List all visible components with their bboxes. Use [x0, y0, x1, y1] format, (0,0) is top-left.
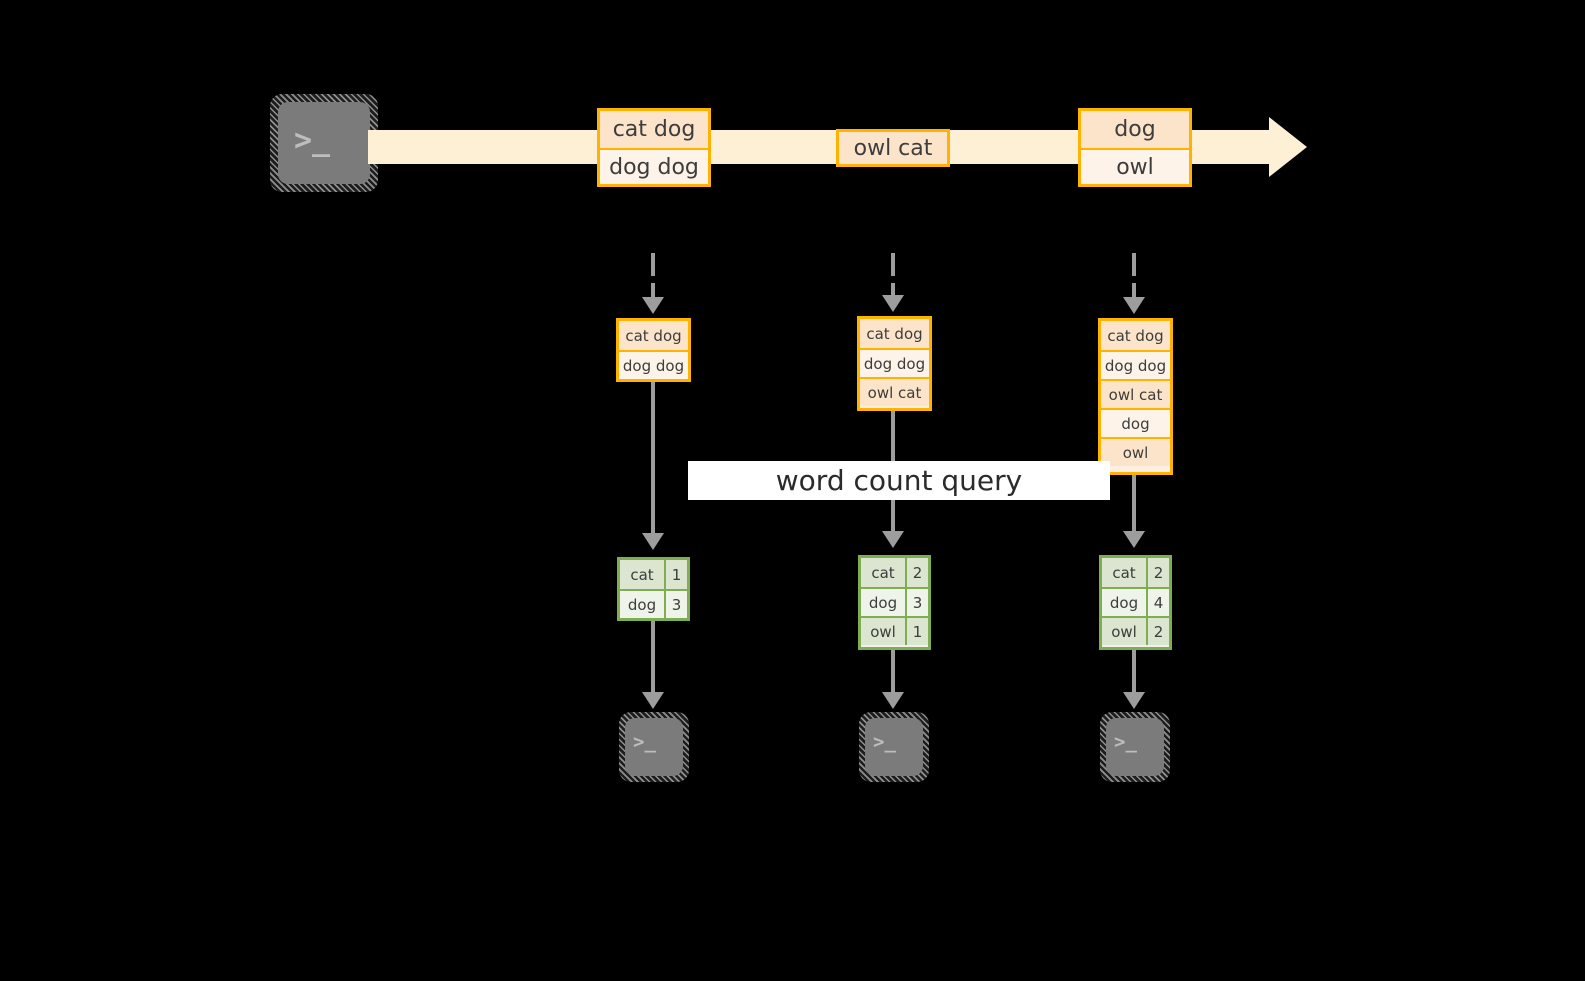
- stream-event-group-1[interactable]: cat dog dog dog: [597, 108, 711, 187]
- connector-dash: [891, 283, 895, 295]
- stream-event-line: owl cat: [839, 132, 947, 164]
- connector-arrow-head: [882, 531, 904, 548]
- connector-line: [651, 621, 655, 693]
- snapshot-record-row: cat dog: [860, 319, 929, 348]
- snapshot-1-result-table[interactable]: cat 1 dog 3: [617, 557, 690, 621]
- snapshot-record-row: owl cat: [1101, 379, 1170, 408]
- result-word-cell: dog: [1102, 589, 1148, 616]
- result-row: dog 4: [1102, 587, 1169, 616]
- snapshot-2-record-stack[interactable]: cat dog dog dog owl cat: [857, 316, 932, 411]
- snapshot-2-result-table[interactable]: cat 2 dog 3 owl 1: [858, 555, 931, 650]
- stream-event-line: owl: [1081, 148, 1189, 184]
- connector-arrow-head: [1123, 692, 1145, 709]
- result-row: owl 1: [861, 616, 928, 645]
- result-row: cat 2: [1102, 558, 1169, 587]
- terminal-prompt-glyph: >_: [1114, 731, 1137, 753]
- snapshot-3-record-stack[interactable]: cat dog dog dog owl cat dog owl: [1098, 318, 1173, 475]
- result-count-cell: 2: [1148, 618, 1169, 645]
- result-word-cell: dog: [861, 589, 907, 616]
- terminal-face: [625, 718, 683, 776]
- result-count-cell: 1: [907, 618, 928, 645]
- word-count-query-banner: word count query: [688, 461, 1110, 500]
- result-row: dog 3: [620, 589, 687, 618]
- snapshot-2-sink-terminal-icon[interactable]: >_: [859, 712, 929, 782]
- snapshot-record-row: owl: [1101, 437, 1170, 466]
- word-count-query-banner-label: word count query: [775, 464, 1023, 497]
- connector-line: [891, 650, 895, 693]
- snapshot-3-result-table[interactable]: cat 2 dog 4 owl 2: [1099, 555, 1172, 650]
- result-count-cell: 2: [1148, 558, 1169, 587]
- snapshot-record-row: owl cat: [860, 377, 929, 406]
- terminal-prompt-glyph: >_: [294, 123, 331, 158]
- connector-arrow-head: [642, 297, 664, 314]
- snapshot-record-row: cat dog: [1101, 321, 1170, 350]
- connector-arrow-head: [882, 692, 904, 709]
- result-count-cell: 4: [1148, 589, 1169, 616]
- result-word-cell: owl: [861, 618, 907, 645]
- stream-event-line: dog: [1081, 111, 1189, 148]
- result-count-cell: 1: [666, 560, 687, 589]
- snapshot-1-record-stack[interactable]: cat dog dog dog: [616, 318, 691, 382]
- snapshot-3-sink-terminal-icon[interactable]: >_: [1100, 712, 1170, 782]
- connector-dash: [891, 253, 895, 276]
- result-row: owl 2: [1102, 616, 1169, 645]
- result-row: cat 1: [620, 560, 687, 589]
- result-row: cat 2: [861, 558, 928, 587]
- result-word-cell: cat: [861, 558, 907, 587]
- terminal-face: [278, 102, 370, 184]
- connector-dash: [1132, 253, 1136, 276]
- snapshot-record-row: dog: [1101, 408, 1170, 437]
- connector-arrow-head: [642, 692, 664, 709]
- snapshot-record-row: dog dog: [860, 348, 929, 377]
- connector-dash: [651, 283, 655, 297]
- result-word-cell: owl: [1102, 618, 1148, 645]
- connector-arrow-head: [1123, 531, 1145, 548]
- connector-dash: [651, 253, 655, 276]
- result-count-cell: 2: [907, 558, 928, 587]
- snapshot-record-row: dog dog: [1101, 350, 1170, 379]
- stream-event-line: dog dog: [600, 148, 708, 184]
- connector-arrow-head: [882, 295, 904, 312]
- source-terminal-icon[interactable]: >_: [270, 94, 378, 192]
- result-count-cell: 3: [666, 591, 687, 618]
- stream-arrow-head: [1269, 117, 1307, 177]
- stream-event-group-3[interactable]: dog owl: [1078, 108, 1192, 187]
- result-word-cell: dog: [620, 591, 666, 618]
- result-count-cell: 3: [907, 589, 928, 616]
- connector-arrow-head: [642, 533, 664, 550]
- terminal-face: [1106, 718, 1164, 776]
- stream-event-line: cat dog: [600, 111, 708, 148]
- result-row: dog 3: [861, 587, 928, 616]
- result-word-cell: cat: [620, 560, 666, 589]
- terminal-prompt-glyph: >_: [873, 731, 896, 753]
- stream-event-group-2[interactable]: owl cat: [836, 129, 950, 167]
- connector-line: [651, 382, 655, 535]
- terminal-face: [865, 718, 923, 776]
- terminal-prompt-glyph: >_: [633, 731, 656, 753]
- result-word-cell: cat: [1102, 558, 1148, 587]
- connector-line: [1132, 475, 1136, 533]
- snapshot-record-row: dog dog: [619, 350, 688, 379]
- connector-line: [1132, 650, 1136, 693]
- connector-arrow-head: [1123, 297, 1145, 314]
- snapshot-record-row: cat dog: [619, 321, 688, 350]
- connector-dash: [1132, 283, 1136, 297]
- snapshot-1-sink-terminal-icon[interactable]: >_: [619, 712, 689, 782]
